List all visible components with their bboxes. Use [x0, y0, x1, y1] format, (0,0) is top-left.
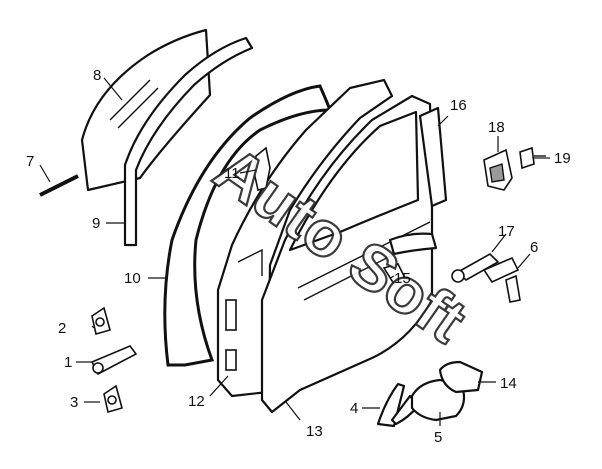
- callout-9: 9: [92, 215, 100, 232]
- callout-14: 14: [500, 375, 517, 392]
- callout-labels: 8 7 9 10 11 12 13 2 1 3 4 5 14 15 16 18 …: [26, 67, 571, 446]
- callout-10: 10: [124, 270, 141, 287]
- leader-lines: [39, 77, 550, 426]
- callout-11: 11: [224, 165, 240, 182]
- hinge-pin-part: [253, 146, 271, 191]
- callout-19: 19: [554, 150, 571, 167]
- mirror-glass-part: [438, 360, 484, 394]
- lock-cylinder-part: [482, 256, 521, 303]
- trim-strip-part: [39, 174, 79, 197]
- inside-handle-part: [382, 263, 408, 285]
- callout-3: 3: [70, 394, 78, 411]
- outside-handle-rod-part: [451, 253, 500, 283]
- callout-16: 16: [450, 97, 467, 114]
- window-glass-part: [80, 28, 212, 192]
- callout-17: 17: [498, 223, 515, 240]
- callout-13: 13: [306, 423, 323, 440]
- callout-5: 5: [434, 429, 442, 446]
- outer-door-shell-part: [260, 94, 438, 414]
- callout-2: 2: [58, 320, 66, 337]
- upper-hinge-part: [91, 306, 111, 336]
- glass-run-channel-part: [123, 36, 254, 247]
- callout-6: 6: [530, 239, 538, 256]
- callout-4: 4: [350, 400, 358, 417]
- callout-18: 18: [488, 119, 505, 136]
- callout-15: 15: [394, 270, 411, 287]
- lower-hinge-part: [103, 384, 123, 414]
- latch-clip-part: [519, 146, 546, 170]
- callout-1: 1: [64, 354, 72, 371]
- callout-8: 8: [93, 67, 101, 84]
- latch-block-part: [483, 148, 513, 191]
- door-weatherstrip-part: [163, 84, 333, 367]
- callout-7: 7: [26, 153, 34, 170]
- callout-12: 12: [188, 393, 205, 410]
- door-check-link-part: [90, 345, 138, 376]
- belt-moulding-part: [418, 106, 448, 208]
